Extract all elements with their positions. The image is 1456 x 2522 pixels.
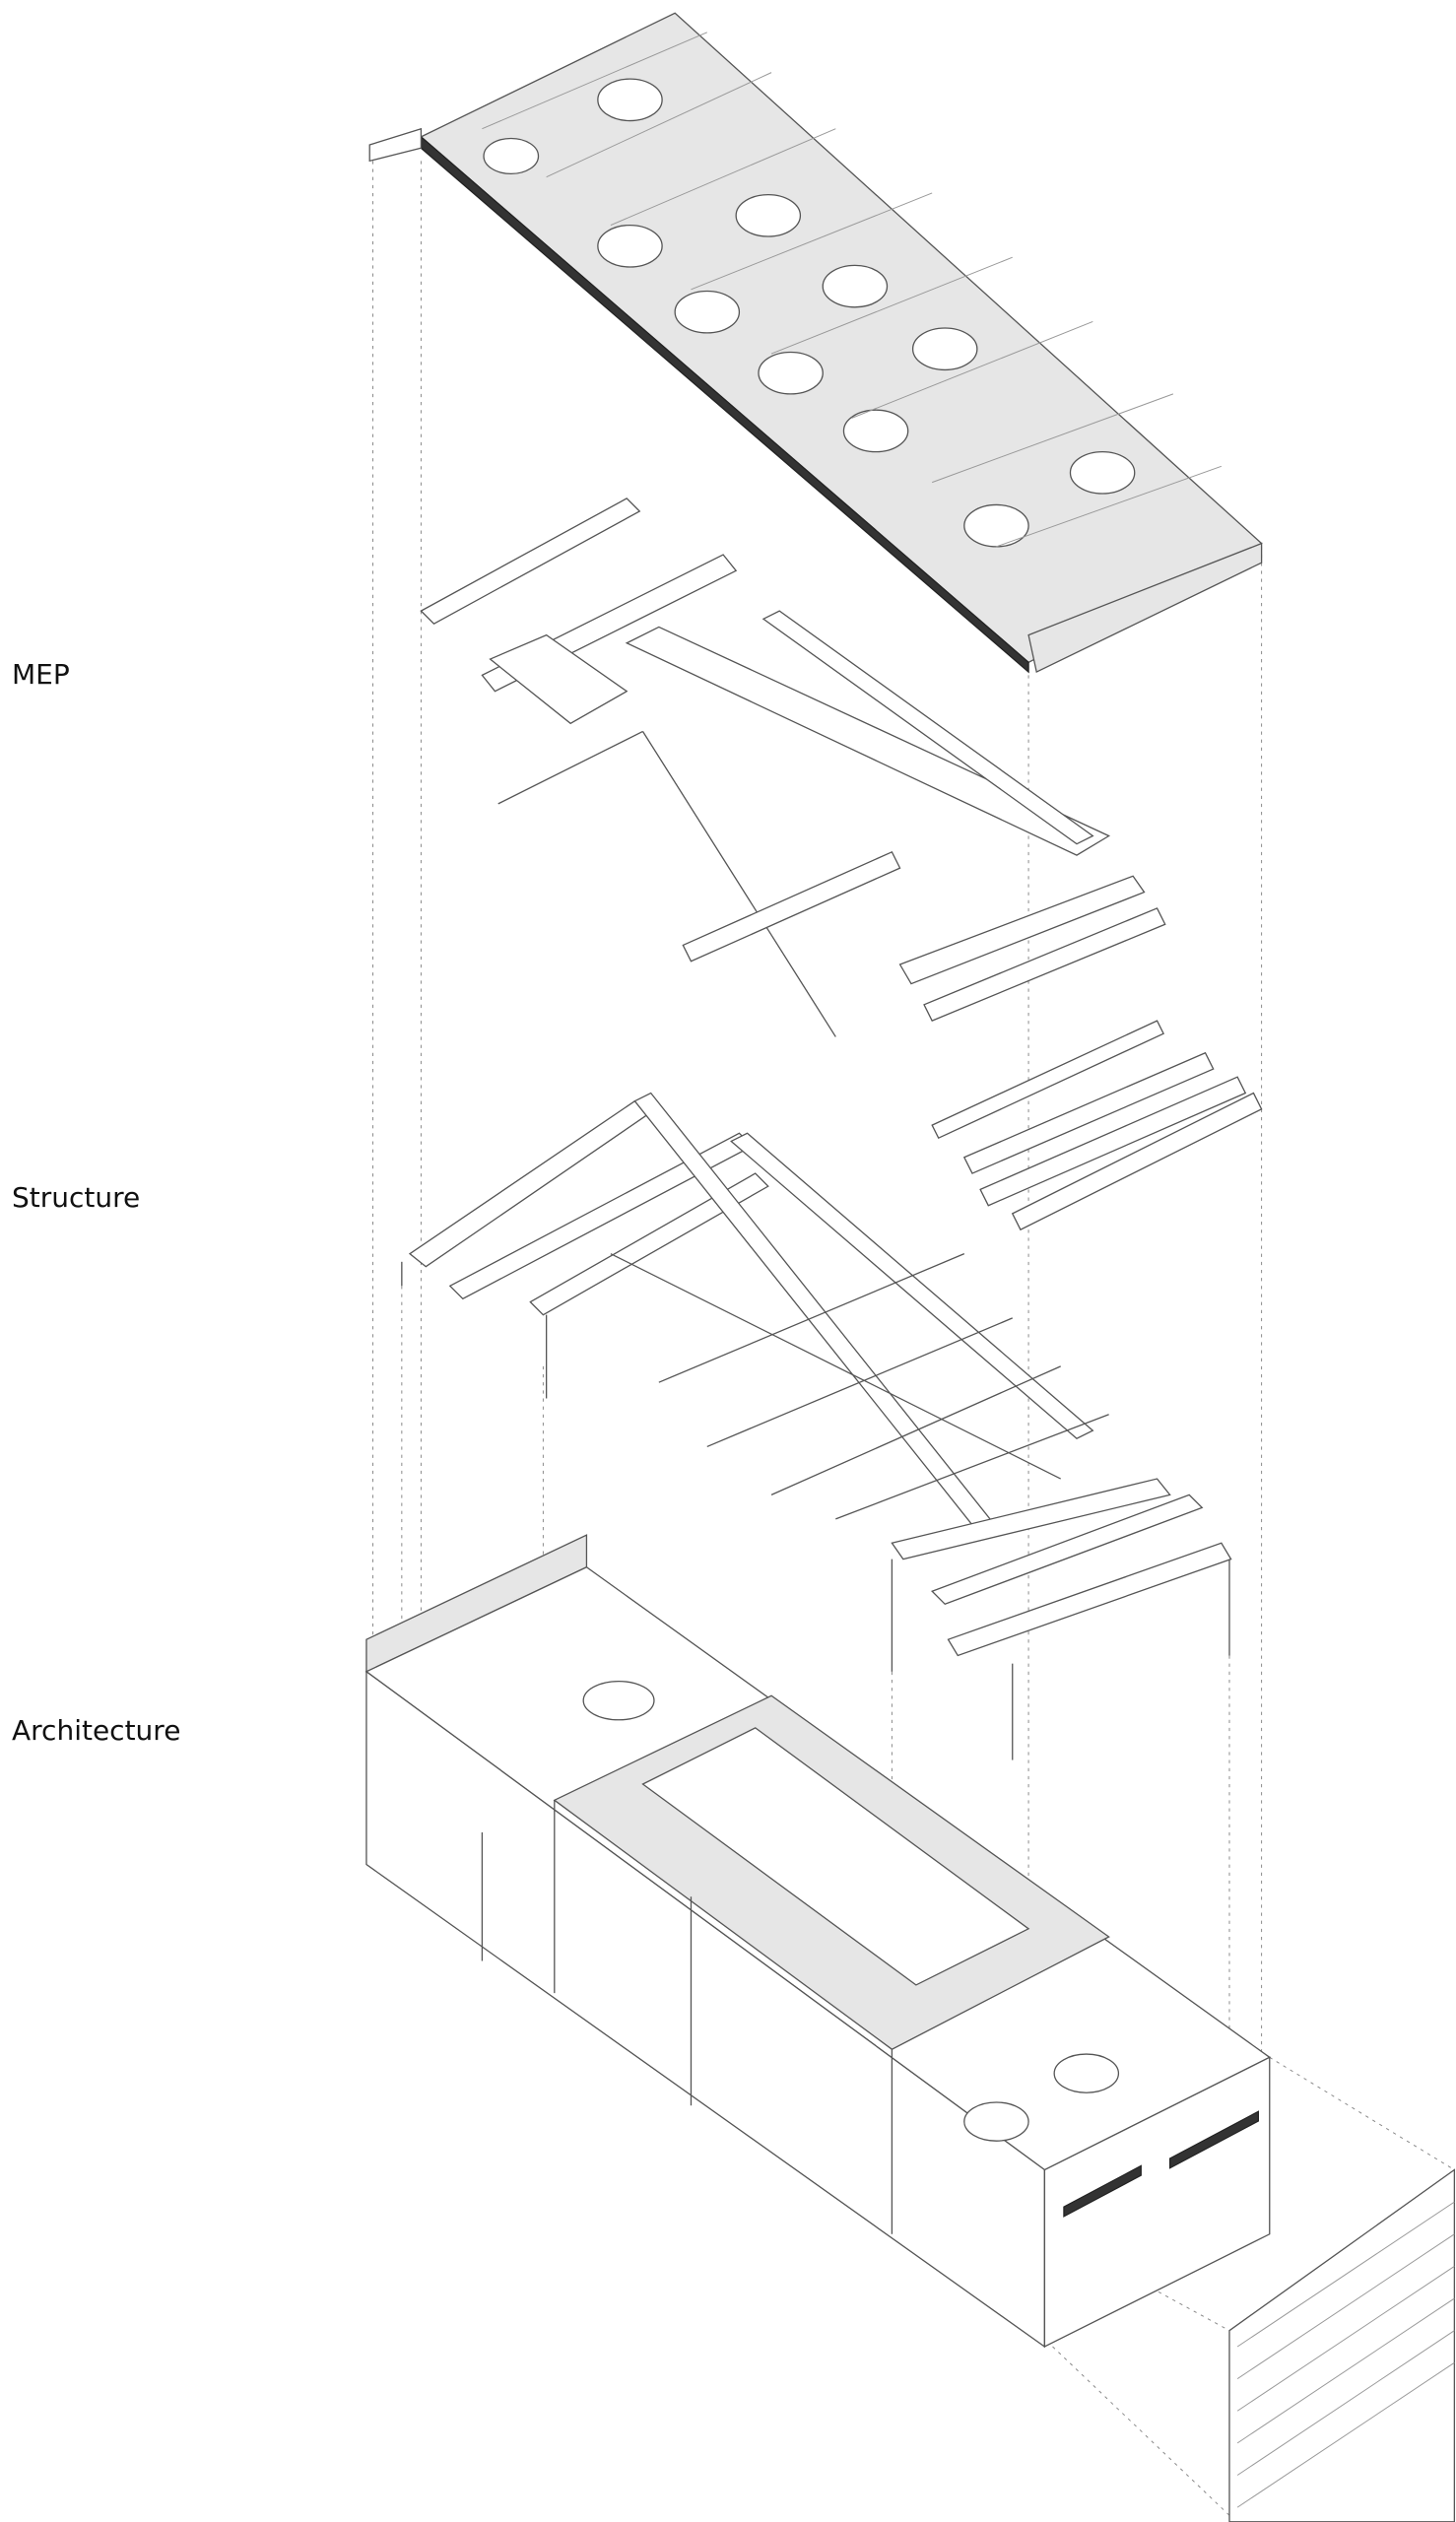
layer-label-architecture: Architecture — [12, 1714, 181, 1747]
skylight-icon — [483, 78, 1136, 548]
roof-slab — [368, 12, 1263, 674]
window-icon — [1063, 2110, 1259, 2218]
structure-frame — [401, 1092, 1232, 1760]
layer-label-mep: MEP — [12, 658, 70, 691]
architecture-building — [364, 1534, 1272, 2349]
facade-cladding-panel — [1228, 2168, 1456, 2522]
mep-ducts — [420, 498, 1263, 1231]
layer-label-structure: Structure — [12, 1181, 141, 1214]
